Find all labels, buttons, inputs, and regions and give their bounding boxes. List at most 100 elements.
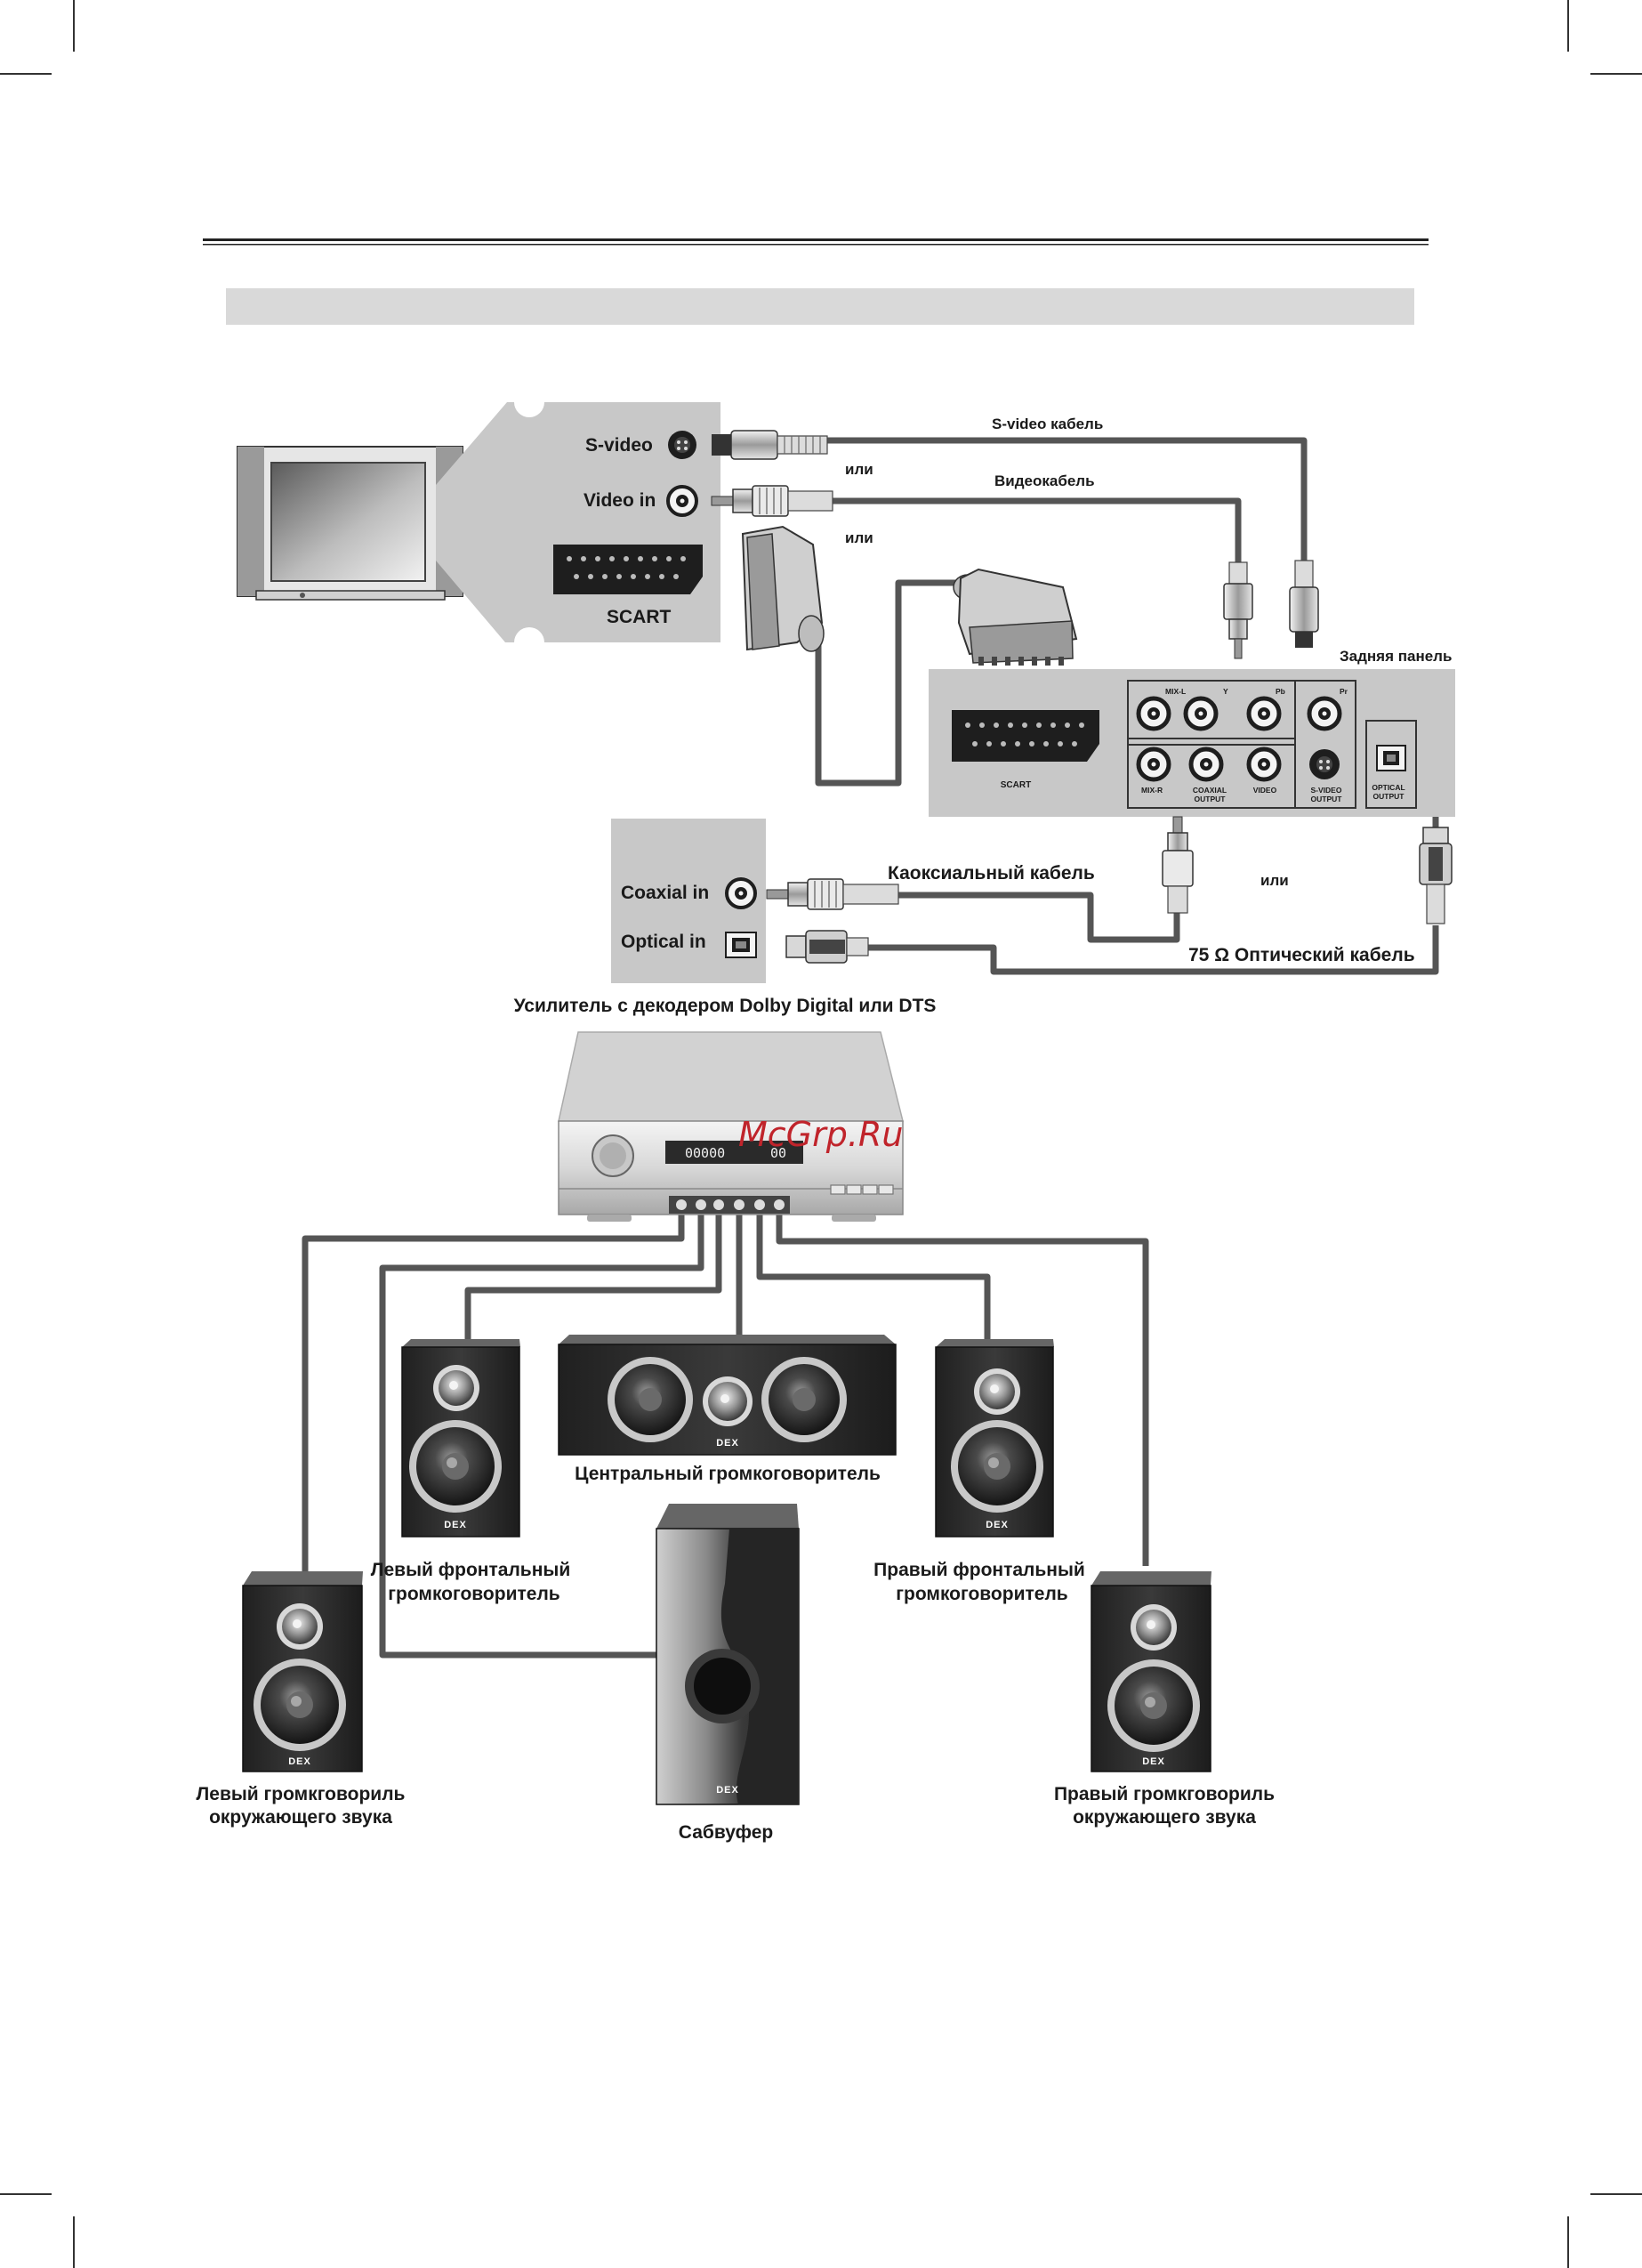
label-optical-output-1: OPTICAL bbox=[1372, 783, 1405, 792]
label-pr: Pr bbox=[1340, 687, 1348, 696]
tv-set bbox=[237, 446, 463, 601]
or-label-1: или bbox=[845, 461, 873, 478]
surround-right-label-1: Правый громкговориль bbox=[1054, 1784, 1275, 1804]
label-video: VIDEO bbox=[1253, 786, 1277, 795]
center-brand: DEX bbox=[716, 1438, 739, 1449]
amplifier-caption: Усилитель с декодером Dolby Digital или … bbox=[514, 996, 937, 1016]
label-pb: Pb bbox=[1276, 687, 1285, 696]
svideo-plug-player[interactable] bbox=[1289, 560, 1319, 648]
jack-coaxial-output[interactable] bbox=[1188, 747, 1224, 782]
front-left-brand: DEX bbox=[444, 1520, 467, 1530]
wire-surround-right bbox=[776, 1212, 1149, 1566]
center-label: Центральный громкоговоритель bbox=[575, 1464, 881, 1484]
optical-plug-player[interactable] bbox=[1419, 827, 1453, 924]
svideo-cable-line bbox=[827, 437, 1308, 561]
subwoofer: DEX bbox=[656, 1504, 800, 1805]
label-mix-l: MIX-L bbox=[1165, 687, 1186, 696]
coaxial-cable-label: Каоксиальный кабель bbox=[888, 863, 1095, 884]
front-left-label-1: Левый фронтальный bbox=[371, 1560, 570, 1580]
surround-right-speaker: DEX bbox=[1091, 1571, 1211, 1772]
video-cable-label: Видеокабель bbox=[994, 472, 1095, 489]
rear-panel-title: Задняя панель bbox=[1340, 648, 1452, 665]
amp-optical-jack[interactable] bbox=[725, 932, 757, 958]
label-svideo-output-1: S-VIDEO bbox=[1311, 786, 1342, 795]
surround-right-label-2: окружающего звука bbox=[1073, 1807, 1256, 1828]
tv-videoin-jack[interactable] bbox=[666, 485, 698, 517]
scart-plug-player[interactable] bbox=[953, 568, 1078, 666]
tv-scart-socket[interactable] bbox=[553, 545, 703, 594]
surround-right-brand: DEX bbox=[1142, 1756, 1165, 1767]
jack-mix-r[interactable] bbox=[1136, 747, 1171, 782]
jack-mix-l[interactable] bbox=[1136, 696, 1171, 731]
jack-pr[interactable] bbox=[1307, 696, 1342, 731]
video-cable-line bbox=[832, 497, 1242, 562]
optical-cable-line bbox=[867, 925, 1439, 975]
center-speaker: DEX bbox=[558, 1335, 897, 1456]
label-optical-output-2: OUTPUT bbox=[1373, 792, 1405, 801]
amplifier: 00000 00 bbox=[558, 1031, 904, 1222]
coaxial-plug-amp[interactable] bbox=[766, 878, 899, 910]
tv-svideo-label: S-video bbox=[585, 435, 653, 456]
jack-svideo-output[interactable] bbox=[1309, 749, 1340, 779]
amp-coaxial-jack[interactable] bbox=[725, 877, 757, 909]
video-plug-tv[interactable] bbox=[711, 485, 833, 517]
label-coaxial-output-2: OUTPUT bbox=[1195, 795, 1227, 803]
tv-connector-panel: S-video Video in SCART bbox=[436, 387, 720, 642]
coaxial-plug-player[interactable] bbox=[1162, 816, 1194, 914]
jack-optical-output[interactable] bbox=[1376, 745, 1406, 771]
label-coaxial-output-1: COAXIAL bbox=[1193, 786, 1227, 795]
svideo-plug-tv[interactable] bbox=[712, 430, 828, 460]
tv-videoin-label: Video in bbox=[584, 490, 656, 511]
player-scart-label: SCART bbox=[1001, 780, 1031, 790]
amplifier-input-panel: Coaxial in Optical in bbox=[611, 819, 766, 983]
label-mix-r: MIX-R bbox=[1141, 786, 1163, 795]
label-svideo-output-2: OUTPUT bbox=[1311, 795, 1343, 803]
front-right-label-1: Правый фронтальный bbox=[873, 1560, 1085, 1580]
front-right-label-2: громкоговоритель bbox=[896, 1584, 1068, 1604]
player-scart-socket[interactable] bbox=[952, 710, 1099, 762]
jack-y[interactable] bbox=[1183, 696, 1219, 731]
tv-scart-label: SCART bbox=[607, 607, 672, 627]
surround-left-speaker: DEX bbox=[242, 1571, 363, 1772]
wire-front-right bbox=[756, 1212, 991, 1339]
jack-pb[interactable] bbox=[1246, 696, 1282, 731]
header-band bbox=[226, 288, 1414, 325]
subwoofer-brand: DEX bbox=[716, 1785, 739, 1796]
front-left-speaker: DEX bbox=[401, 1339, 520, 1538]
amp-display-right: 00 bbox=[770, 1145, 786, 1161]
page-header bbox=[203, 238, 1429, 325]
tv-svideo-jack[interactable] bbox=[668, 431, 696, 459]
amp-display-left: 00000 bbox=[685, 1145, 725, 1161]
or-label-2: или bbox=[845, 529, 873, 546]
subwoofer-label: Сабвуфер bbox=[679, 1822, 773, 1843]
coaxial-cable-line bbox=[898, 892, 1180, 943]
surround-left-label-2: окружающего звука bbox=[209, 1807, 392, 1828]
amp-optical-in-label: Optical in bbox=[621, 932, 706, 952]
optical-plug-amp[interactable] bbox=[785, 930, 869, 964]
optical-cable-label: 75 Ω Оптический кабель bbox=[1188, 945, 1415, 965]
scart-cable-line bbox=[815, 579, 961, 787]
front-right-brand: DEX bbox=[986, 1520, 1009, 1530]
surround-left-label-1: Левый громкговориль bbox=[197, 1784, 406, 1804]
amp-buttons[interactable] bbox=[830, 1184, 894, 1195]
tv-screen bbox=[270, 462, 426, 582]
or-label-3: или bbox=[1260, 872, 1289, 889]
front-right-speaker: DEX bbox=[935, 1339, 1054, 1538]
amp-coaxial-in-label: Coaxial in bbox=[621, 883, 709, 903]
player-rear-panel: Задняя панель SCART MIX-L Y Pb Pr bbox=[929, 648, 1455, 817]
wire-front-left bbox=[464, 1212, 722, 1339]
video-plug-player[interactable] bbox=[1223, 561, 1253, 659]
amp-display bbox=[665, 1141, 803, 1164]
surround-left-brand: DEX bbox=[288, 1756, 311, 1767]
wire-surround-left bbox=[302, 1212, 685, 1575]
amp-speaker-outputs[interactable] bbox=[669, 1196, 790, 1214]
wire-subwoofer bbox=[379, 1212, 704, 1659]
scart-plug-tv[interactable] bbox=[741, 525, 825, 652]
front-left-label-2: громкоговоритель bbox=[388, 1584, 560, 1604]
cables bbox=[302, 437, 1439, 1659]
svideo-cable-label: S-video кабель bbox=[992, 416, 1103, 432]
jack-video[interactable] bbox=[1246, 747, 1282, 782]
watermark: McGrp.Ru bbox=[738, 1115, 903, 1154]
